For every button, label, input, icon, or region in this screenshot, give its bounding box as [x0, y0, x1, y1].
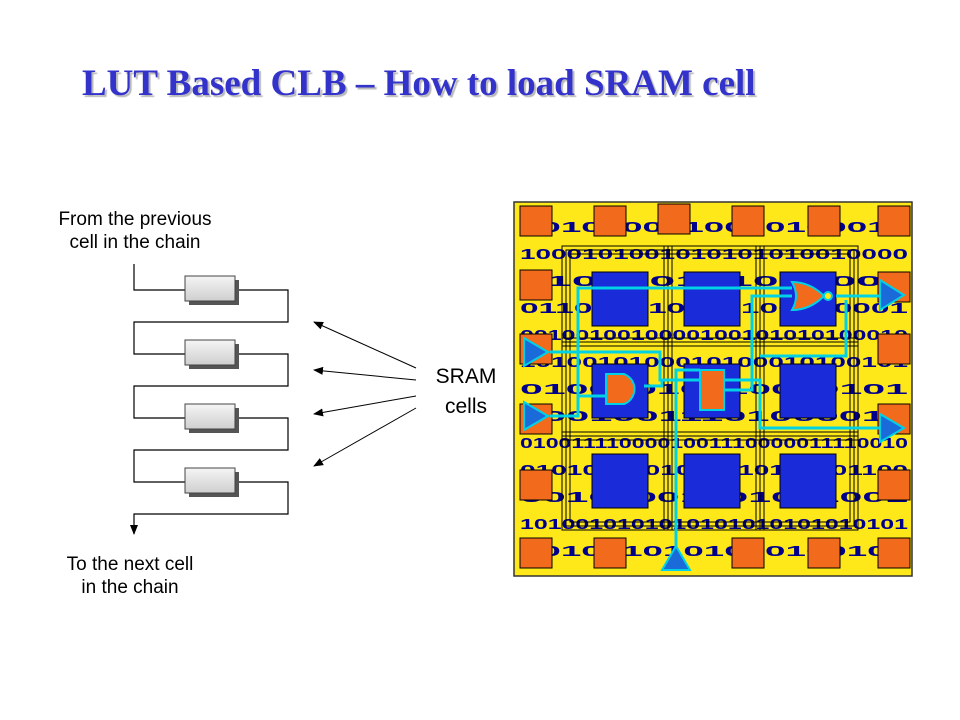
- pointer-arrow-4: [313, 407, 417, 467]
- bit-row: 1010010101010100101: [520, 543, 908, 560]
- lut-block-1: [591, 271, 649, 327]
- io-pads: [519, 203, 911, 569]
- chain-wire-1: [133, 289, 289, 355]
- logic-gates: [605, 280, 833, 411]
- bit-row: 0100111100001001110000011110010: [520, 435, 908, 452]
- lut-block-9: [779, 453, 837, 509]
- input-buffer-1: [523, 336, 550, 368]
- input-buffer-bottom: [660, 544, 692, 571]
- routed-signals: [550, 286, 880, 552]
- chain-wire-out: [130, 481, 289, 535]
- bit-row: 0010010010000100101010100010: [520, 327, 908, 344]
- sram-pointer-arrows: [313, 321, 417, 467]
- pointer-arrow-2: [313, 366, 417, 381]
- pointer-arrow-3: [313, 395, 417, 417]
- inverter-bubble: [823, 291, 833, 301]
- output-buffer-1: [879, 278, 906, 312]
- output-buffer-2: [879, 412, 906, 444]
- routing-grid: [561, 245, 859, 531]
- to-next-cell-label: To the next cell in the chain: [66, 554, 194, 598]
- page-title: LUT Based CLB – How to load SRAM cell: [82, 63, 756, 104]
- sram-chain: [130, 264, 289, 535]
- sram-cell-2: [184, 339, 236, 366]
- flip-flop: [699, 369, 725, 411]
- lut-block-6: [779, 363, 837, 419]
- lut-block-8: [683, 453, 741, 509]
- input-buffer-2: [523, 400, 550, 432]
- sram-cell-4: [184, 467, 236, 494]
- sram-cells-label: SRAM cells: [435, 365, 497, 418]
- chain-wire-in: [133, 264, 186, 291]
- sram-cell-blocks: [184, 275, 239, 497]
- chain-wire-2: [133, 353, 289, 419]
- pointer-arrow-1: [313, 321, 417, 369]
- sram-cell-3: [184, 403, 236, 430]
- chain-wire-3: [133, 417, 289, 483]
- lut-blocks: [591, 271, 837, 509]
- lut-block-2: [683, 271, 741, 327]
- and-gate: [605, 373, 636, 405]
- io-buffers: [523, 278, 906, 571]
- or-gate: [790, 280, 826, 312]
- lut-block-7: [591, 453, 649, 509]
- bit-row: 1010010101010101010101010101: [520, 516, 908, 533]
- sram-cell-1: [184, 275, 236, 302]
- from-previous-cell-label: From the previous cell in the chain: [58, 209, 212, 253]
- clb-chip: 0010100010010100010100010100101010101001…: [513, 201, 913, 577]
- bit-row: 0010100010010100010: [520, 219, 908, 236]
